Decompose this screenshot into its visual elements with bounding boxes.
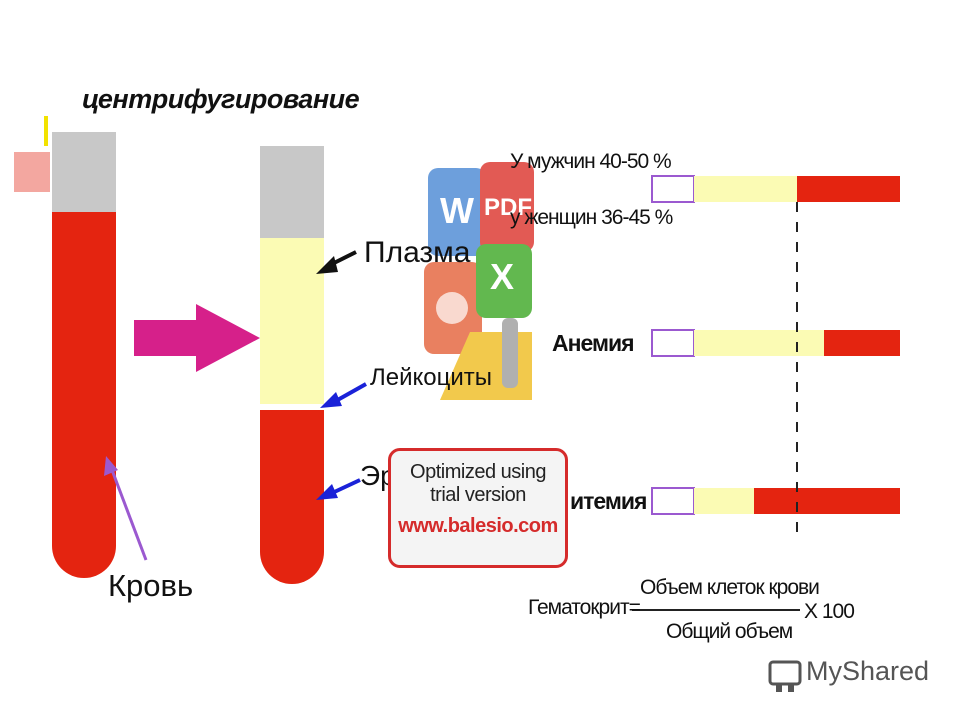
- plasma-layer: [260, 238, 324, 404]
- slide-decor-mark: [14, 152, 50, 192]
- slide-decor-line: [44, 116, 48, 146]
- brand-logo-icon: [768, 660, 802, 692]
- blood-arrow: [110, 469, 148, 561]
- formula-denominator: Общий объем: [666, 620, 793, 643]
- word-icon-letter: W: [440, 190, 474, 231]
- bar-normal: [651, 175, 900, 203]
- hematocrit-bars: [651, 175, 900, 532]
- blood-label: Кровь: [108, 568, 194, 603]
- bar-polycythemia: [651, 487, 900, 515]
- brand-name[interactable]: MyShared: [806, 656, 930, 686]
- leukocyte-arrow-head: [320, 392, 342, 408]
- erythrocyte-layer: [260, 410, 324, 584]
- leukocyte-arrow: [333, 382, 367, 404]
- pdf-icon-letter: PDF: [484, 194, 532, 221]
- bar-plasma-segment: [694, 488, 754, 514]
- bar-empty-segment: [651, 487, 695, 515]
- bar-cell-segment: [797, 176, 900, 202]
- bar-cell-segment: [824, 330, 900, 356]
- blood-tube: [52, 132, 116, 578]
- formula-numerator: Объем клеток крови: [640, 576, 820, 599]
- normal-men-label: У мужчин 40-50 %: [510, 150, 672, 173]
- plasma-arrow-head: [316, 256, 338, 274]
- formula-multiplier: X 100: [804, 600, 855, 623]
- bar-plasma-segment: [694, 330, 824, 356]
- separated-tube: [260, 146, 324, 584]
- watermark-url[interactable]: www.balesio.com: [398, 515, 558, 537]
- bar-anemia: [651, 329, 900, 357]
- word-icon: [428, 168, 486, 256]
- ppt-icon-circle: [436, 292, 468, 324]
- tube-blood-fill: [52, 212, 116, 578]
- bar-cell-segment: [754, 488, 900, 514]
- leukocytes-label: Лейкоциты: [370, 364, 493, 391]
- tube-gray-top-2: [260, 146, 324, 238]
- excel-icon: [476, 244, 532, 318]
- watermark-line-1: Optimized using: [410, 461, 546, 483]
- tube-gray-top: [52, 132, 116, 212]
- polycythemia-label: итемия: [570, 488, 647, 514]
- bar-plasma-segment: [694, 176, 797, 202]
- anemia-label: Анемия: [552, 330, 635, 356]
- trial-watermark: Optimized using trial version www.balesi…: [388, 448, 568, 568]
- excel-icon-letter: X: [490, 256, 515, 297]
- office-icons-cluster: [424, 162, 534, 400]
- plasma-label: Плазма: [364, 236, 471, 269]
- bar-empty-segment: [651, 329, 695, 357]
- watermark-line-2: trial version: [430, 484, 526, 506]
- bar-empty-segment: [651, 175, 695, 203]
- title: центрифугирование: [82, 84, 360, 114]
- zip-icon: [502, 318, 518, 388]
- leukocyte-layer: [260, 404, 324, 410]
- blood-arrow-head: [104, 456, 118, 476]
- pdf-icon: [480, 162, 534, 252]
- erythrocyte-arrow-head: [316, 484, 338, 500]
- normal-women-label: у женщин 36-45 %: [510, 206, 673, 229]
- centrifuge-arrow: [134, 304, 260, 372]
- formula-lhs: Гематокрит=: [528, 596, 641, 619]
